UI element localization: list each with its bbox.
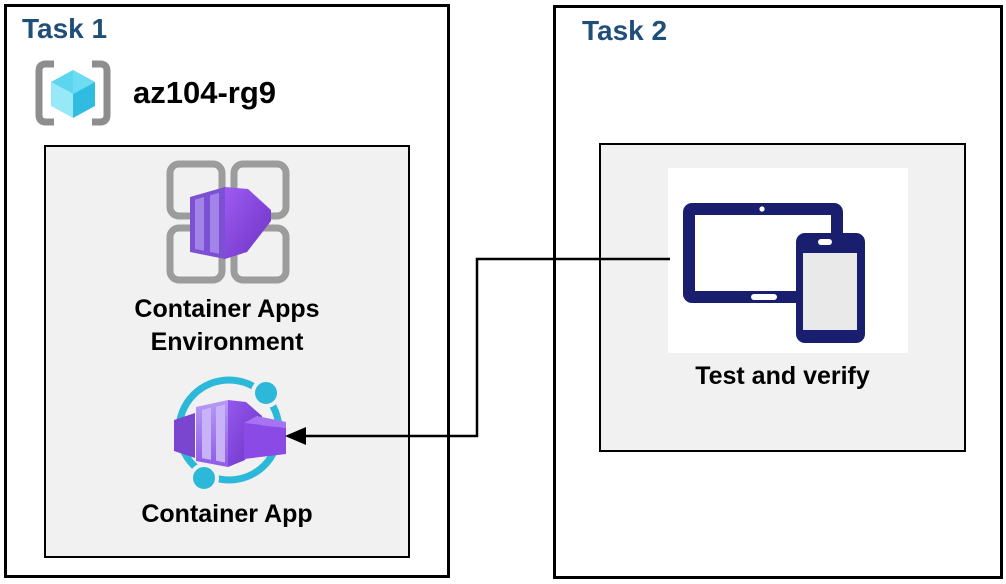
task2-box: Task 2 Test and verify	[553, 5, 1003, 579]
test-and-verify-label: Test and verify	[695, 362, 870, 390]
container-apps-environment-icon	[166, 160, 290, 284]
devices-icon	[683, 203, 865, 343]
task1-title: Task 1	[22, 13, 108, 44]
task2-title: Task 2	[582, 15, 668, 46]
task1-box: Task 1 az104-rg9	[4, 4, 450, 578]
container-app-label: Container App	[141, 500, 313, 528]
devices-icon-background	[668, 168, 908, 353]
resource-group-row: az104-rg9	[29, 57, 276, 129]
environment-label: Container Apps Environment	[134, 295, 320, 356]
resource-group-icon	[35, 60, 111, 126]
task2-inner-panel: Test and verify	[599, 143, 966, 452]
resource-group-name: az104-rg9	[133, 75, 277, 110]
container-app-icon	[174, 376, 286, 493]
task1-inner-panel: Container Apps Environment	[44, 145, 410, 558]
